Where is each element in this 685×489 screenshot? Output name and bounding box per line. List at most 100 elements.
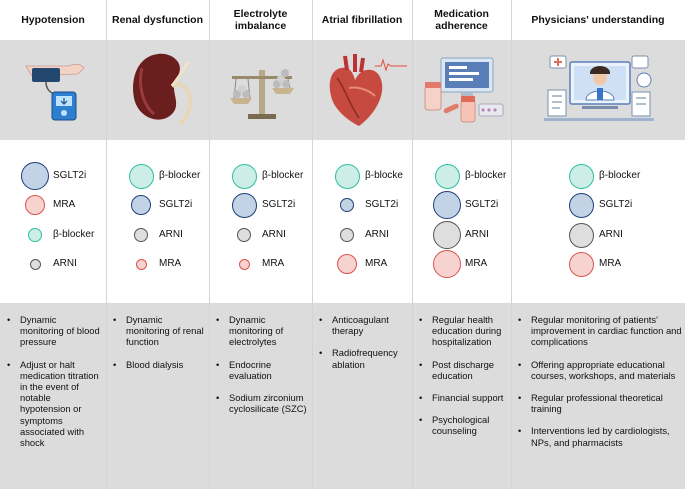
column-header: Hypotension	[21, 14, 85, 26]
drug-label: MRA	[262, 258, 285, 269]
drug-label: SGLT2i	[365, 199, 399, 210]
intervention-list: Dynamic monitoring of renal functionBloo…	[112, 314, 205, 381]
intervention-item: Psychological counseling	[418, 414, 507, 436]
drug-circle-gray	[433, 221, 461, 249]
drug-row: β-blocker	[209, 163, 312, 189]
intervention-item: Interventions led by cardiologists, NPs,…	[517, 425, 683, 447]
illustration-band	[0, 40, 106, 140]
intervention-item: Blood dialysis	[112, 359, 205, 370]
drug-label: ARNI	[159, 229, 183, 240]
drug-row: ARNI	[412, 221, 511, 249]
drug-row: SGLT2i	[106, 193, 209, 217]
intervention-item: Adjust or halt medication titration in t…	[6, 359, 102, 449]
drug-circle-blue	[131, 195, 151, 215]
drug-circle-teal	[231, 163, 257, 189]
drug-row: ARNI	[511, 222, 685, 248]
drug-label: SGLT2i	[53, 170, 87, 181]
drug-label: ARNI	[53, 258, 77, 269]
intervention-item: Dynamic monitoring of electrolytes	[215, 314, 308, 348]
intervention-list: Regular health education during hospital…	[418, 314, 507, 448]
drug-label: β-blocker	[262, 170, 304, 181]
drug-row: β-blocke	[312, 163, 412, 189]
drug-circle-blue	[568, 192, 594, 218]
intervention-list: Anticoagulant therapyRadiofrequency abla…	[318, 314, 408, 381]
column-hypotension: HypotensionSGLT2iMRAβ-blockerARNIDynamic…	[0, 0, 106, 489]
column-divider	[311, 0, 313, 489]
drug-circle-gray	[237, 228, 251, 242]
intervention-item: Endocrine evaluation	[215, 359, 308, 381]
intervention-item: Regular health education during hospital…	[418, 314, 507, 348]
drug-circle-red	[238, 258, 250, 270]
intervention-item: Regular monitoring of patients' improvem…	[517, 314, 683, 348]
column-divider	[510, 0, 512, 489]
drug-label: MRA	[365, 258, 388, 269]
intervention-item: Regular professional theoretical trainin…	[517, 392, 683, 414]
drug-label: ARNI	[465, 229, 489, 240]
drug-circle-red	[135, 258, 147, 270]
drug-circle-gray	[29, 258, 41, 270]
column-header: Atrial fibrillation	[321, 14, 403, 26]
drug-label: MRA	[53, 199, 76, 210]
drug-row: ARNI	[312, 223, 412, 247]
drug-label: β-blocke	[365, 170, 403, 181]
drug-row: ARNI	[0, 252, 106, 276]
drug-circle-teal	[334, 163, 360, 189]
drug-circle-blue	[433, 191, 461, 219]
drug-row: SGLT2i	[209, 192, 312, 218]
drug-row: β-blocker	[412, 163, 511, 189]
drug-label: MRA	[159, 258, 182, 269]
interventions-panel: Regular monitoring of patients' improvem…	[511, 303, 685, 489]
drug-circle-red	[568, 251, 594, 277]
drug-label: SGLT2i	[465, 199, 499, 210]
drug-label: β-blocker	[53, 229, 95, 240]
drug-row: ARNI	[106, 223, 209, 247]
column-header: Physicians' understanding	[531, 14, 665, 26]
drug-row: SGLT2i	[0, 162, 106, 190]
drug-circle-blue	[340, 198, 354, 212]
drug-row: MRA	[312, 252, 412, 276]
intervention-list: Regular monitoring of patients' improvem…	[517, 314, 683, 459]
drug-row: MRA	[0, 193, 106, 217]
drug-circle-gray	[340, 228, 354, 242]
drug-label: MRA	[599, 258, 622, 269]
column-header: Renal dysfunction	[111, 14, 203, 26]
drug-label: MRA	[465, 258, 488, 269]
column-header: Electrolyte imbalance	[233, 8, 288, 32]
drug-label: SGLT2i	[159, 199, 193, 210]
interventions-panel: Regular health education during hospital…	[412, 303, 511, 489]
drug-circle-red	[433, 250, 461, 278]
intervention-item: Offering appropriate educational courses…	[517, 359, 683, 381]
column-divider	[411, 0, 413, 489]
drug-label: SGLT2i	[599, 199, 633, 210]
drug-label: ARNI	[262, 229, 286, 240]
drug-circle-red	[25, 195, 45, 215]
drug-label: β-blocker	[465, 170, 507, 181]
column-header: Medication adherence	[434, 8, 489, 32]
drug-label: ARNI	[365, 229, 389, 240]
drug-circle-teal	[128, 163, 154, 189]
drug-circle-teal	[28, 228, 42, 242]
drug-row: ARNI	[209, 223, 312, 247]
intervention-item: Post discharge education	[418, 359, 507, 381]
column-divider	[105, 0, 107, 489]
intervention-item: Dynamic monitoring of renal function	[112, 314, 205, 348]
drug-row: β-blocker	[511, 163, 685, 189]
drug-row: β-blocker	[106, 163, 209, 189]
drug-circle-blue	[231, 192, 257, 218]
drug-circle-blue	[21, 162, 49, 190]
drug-row: SGLT2i	[312, 193, 412, 217]
drug-label: β-blocker	[159, 170, 201, 181]
drug-row: MRA	[209, 252, 312, 276]
drug-row: MRA	[106, 252, 209, 276]
intervention-list: Dynamic monitoring of electrolytesEndocr…	[215, 314, 308, 425]
